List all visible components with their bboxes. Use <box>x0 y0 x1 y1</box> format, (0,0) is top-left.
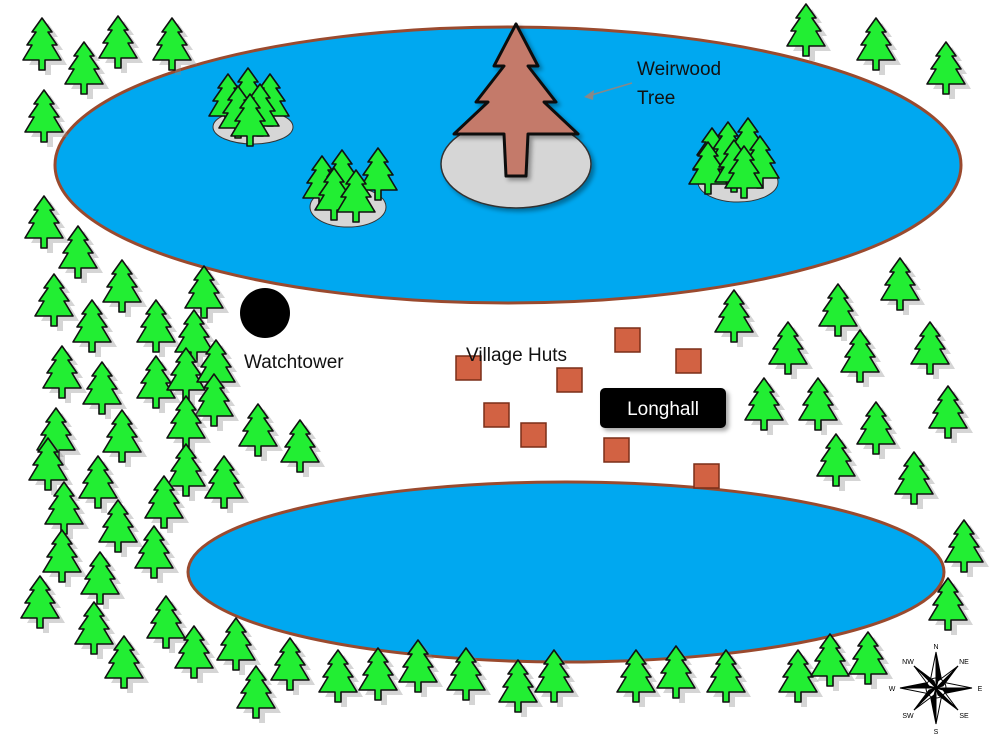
village-huts <box>455 327 720 489</box>
hut-icon[interactable] <box>614 327 641 353</box>
weirwood-label-line1: Weirwood <box>637 59 721 80</box>
south-lake <box>186 480 946 664</box>
hut-icon[interactable] <box>455 355 482 381</box>
compass-w: W <box>889 686 896 693</box>
village-huts-label: Village Huts <box>466 345 567 366</box>
longhall-label: Longhall <box>627 399 699 420</box>
hut-icon[interactable] <box>520 422 547 448</box>
hut-icon[interactable] <box>693 463 720 489</box>
weirwood-label-line2: Tree <box>637 88 675 109</box>
hut-icon[interactable] <box>483 402 510 428</box>
compass-e: E <box>978 686 983 693</box>
weirwood-tree-icon <box>452 22 580 178</box>
hut-icon[interactable] <box>603 437 630 463</box>
compass-se: SE <box>959 713 969 720</box>
compass-nw: NW <box>902 659 914 666</box>
compass-ne: NE <box>959 659 969 666</box>
weirwood-pointer-arrow <box>584 82 633 100</box>
hut-icon[interactable] <box>675 348 702 374</box>
watchtower-label: Watchtower <box>244 352 344 373</box>
compass-s: S <box>934 729 939 736</box>
watchtower-icon[interactable] <box>240 288 290 338</box>
longhall[interactable]: Longhall <box>600 388 726 428</box>
compass-sw: SW <box>902 713 914 720</box>
hut-icon[interactable] <box>556 367 583 393</box>
compass-n: N <box>933 644 938 651</box>
compass-rose-icon: N S E W NE NW SE SW <box>889 644 983 736</box>
